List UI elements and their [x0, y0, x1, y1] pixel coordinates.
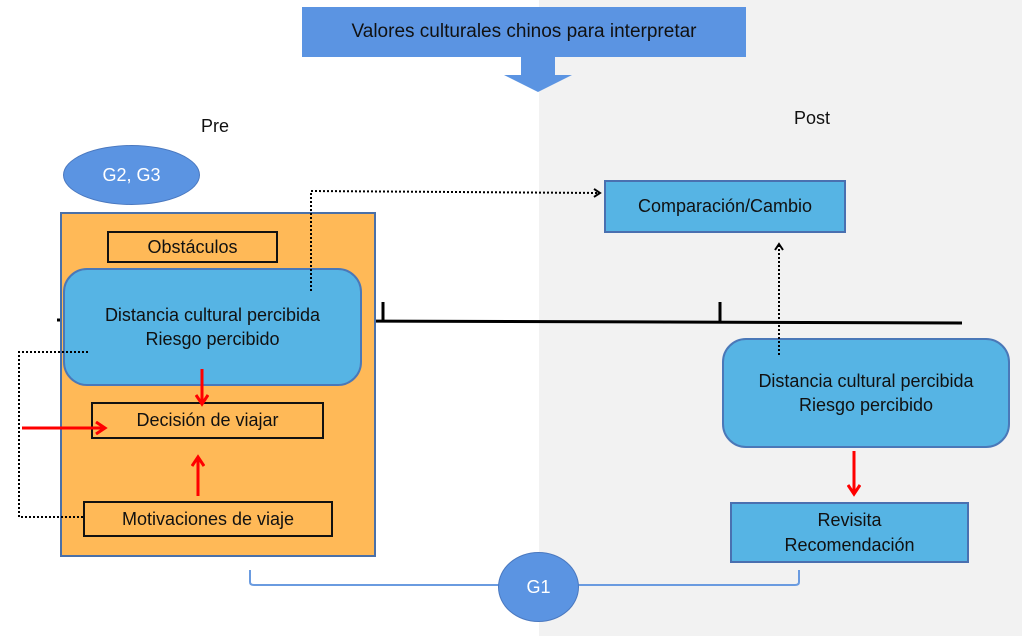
post-perception-box: Distancia cultural percibida Riesgo perc…: [722, 338, 1010, 448]
outcome-line1: Revisita: [817, 510, 882, 531]
outcome-line2: Recomendación: [784, 534, 915, 555]
motivations-box: Motivaciones de viaje: [83, 501, 333, 537]
comparison-label: Comparación/Cambio: [637, 196, 813, 217]
group-g1-circle: G1: [498, 552, 579, 622]
phase-label-post: Post: [794, 108, 831, 128]
group-g2-g3-oval: G2, G3: [63, 145, 200, 205]
group-g1-label: G1: [526, 576, 551, 597]
outcome-box: Revisita Recomendación: [730, 502, 969, 563]
comparison-box: Comparación/Cambio: [604, 180, 846, 233]
phase-label-pre: Pre: [201, 116, 230, 136]
post-perception-line1: Distancia cultural percibida: [758, 370, 974, 391]
motivations-label: Motivaciones de viaje: [121, 508, 295, 529]
dotted-arrow-pre-to-comparison: [310, 188, 602, 291]
pre-perception-line1: Distancia cultural percibida: [104, 304, 321, 325]
group-g2-g3-label: G2, G3: [102, 164, 161, 185]
obstacles-label: Obstáculos: [147, 236, 238, 257]
post-perception-line2: Riesgo percibido: [798, 395, 934, 415]
title-down-arrow: [504, 57, 572, 92]
decision-label: Decisión de viajar: [136, 410, 279, 430]
dotted-loop-motivations-perception: [18, 351, 88, 518]
pre-perception-line2: Riesgo percibido: [145, 329, 280, 349]
header-title: Valores culturales chinos para interpret…: [302, 7, 746, 57]
obstacles-box: Obstáculos: [107, 231, 278, 263]
pre-perception-box: Distancia cultural percibida Riesgo perc…: [63, 268, 362, 386]
